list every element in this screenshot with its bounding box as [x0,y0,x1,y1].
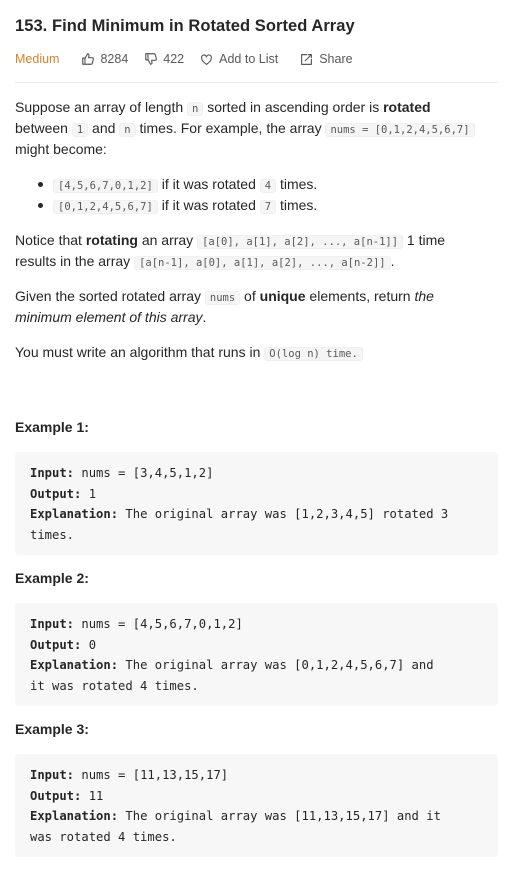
inline-code: [4,5,6,7,0,1,2] [53,179,158,193]
like-button[interactable]: 8284 [81,52,128,66]
input-value: nums = [11,13,15,17] [74,768,229,782]
example-explanation-line: it was rotated 4 times. [30,678,199,693]
inline-code: n [119,123,136,137]
text: an array [137,232,198,248]
explanation-label: Explanation: [30,809,119,823]
input-value: nums = [3,4,5,1,2] [74,466,214,480]
example-block: Input: nums = [3,4,5,1,2] Output: 1 Expl… [15,452,498,555]
description-paragraph: Notice that rotating an array [a[0], a[1… [15,230,485,272]
inline-code: n [187,102,204,116]
problem-description: Suppose an array of length n sorted in a… [15,97,485,377]
bold-text: unique [259,288,306,304]
input-label: Input: [30,768,75,782]
explanation-text: The original array was [1,2,3,4,5] rotat… [118,507,449,521]
inline-code: 4 [259,179,277,193]
heart-icon [201,53,213,65]
share-button[interactable]: Share [300,52,353,66]
text: sorted in ascending order is [203,99,384,115]
text: might become: [15,141,107,157]
like-count: 8284 [100,52,129,66]
explanation-label: Explanation: [30,507,119,521]
output-value: 1 [81,486,97,501]
example-output-line: Output: 0 [30,635,483,656]
text: 1 time results in the array [15,232,446,269]
dislike-button[interactable]: 422 [144,52,184,66]
description-paragraph: Given the sorted rotated array nums of u… [15,286,485,328]
text: . [202,309,207,325]
bold-text: rotating [85,232,138,248]
example-explanation-line: times. [30,527,75,542]
explanation-text: The original array was [0,1,2,4,5,6,7] a… [118,658,434,672]
explanation-text: The original array was [11,13,15,17] and… [118,809,441,823]
input-label: Input: [30,617,75,631]
inline-code: [a[n-1], a[0], a[1], a[2], ..., a[n-2]] [134,256,391,270]
inline-code: nums [204,291,241,305]
output-value: 0 [81,637,97,652]
description-paragraph: Suppose an array of length n sorted in a… [15,97,485,160]
bold-text: rotated [383,99,431,115]
input-value: nums = [4,5,6,7,0,1,2] [74,617,243,631]
input-label: Input: [30,466,75,480]
text: . [390,253,395,269]
italic-text: the minimum element of this array [15,288,434,325]
inline-code: O(log n) time. [264,347,363,361]
example-input-line: Input: nums = [4,5,6,7,0,1,2] [30,614,483,635]
example-title: Example 1: [15,419,89,435]
description-paragraph: You must write an algorithm that runs in… [15,342,485,363]
problem-meta-bar: Medium 8284 422 Add to List [15,51,375,67]
text: between [15,120,72,136]
example-title: Example 2: [15,570,89,586]
problem-title: 153. Find Minimum in Rotated Sorted Arra… [15,17,355,35]
text: Notice that [15,232,86,248]
example-output-line: Output: 1 [30,484,483,505]
text: elements, return [305,288,415,304]
output-label: Output: [30,637,82,652]
text: Suppose an array of length [15,99,188,115]
text: if it was rotated [157,197,260,213]
list-item: [4,5,6,7,0,1,2] if it was rotated 4 time… [35,174,485,195]
share-label: Share [319,52,353,66]
share-icon [301,53,313,65]
text: You must write an algorithm that runs in [15,344,265,360]
text: times. For example, the array [135,120,326,136]
example-output-line: Output: 11 [30,786,483,807]
dislike-count: 422 [163,52,185,66]
output-value: 11 [81,788,104,803]
text: times. [276,197,318,213]
example-explanation-line: was rotated 4 times. [30,829,177,844]
divider [15,82,498,83]
example-input-line: Input: nums = [3,4,5,1,2] [30,463,483,484]
example-explanation-line: Explanation: The original array was [0,1… [30,655,483,676]
inline-code: [a[0], a[1], a[2], ..., a[n-1]] [197,235,404,249]
output-label: Output: [30,486,82,501]
thumbs-up-icon [82,53,95,65]
text: Given the sorted rotated array [15,288,205,304]
output-label: Output: [30,788,82,803]
text: and [88,120,120,136]
example-explanation-line: Explanation: The original array was [11,… [30,806,483,827]
add-to-list-button[interactable]: Add to List [200,52,278,66]
list-item: [0,1,2,4,5,6,7] if it was rotated 7 time… [35,195,485,216]
text: if it was rotated [157,176,260,192]
example-title: Example 3: [15,721,89,737]
example-input-line: Input: nums = [11,13,15,17] [30,765,483,786]
inline-code: nums = [0,1,2,4,5,6,7] [325,123,475,137]
text: of [240,288,260,304]
example-explanation-line: Explanation: The original array was [1,2… [30,504,483,525]
example-block: Input: nums = [4,5,6,7,0,1,2] Output: 0 … [15,603,498,706]
inline-code: 1 [71,123,89,137]
thumbs-down-icon [145,53,158,65]
example-block: Input: nums = [11,13,15,17] Output: 11 E… [15,754,498,857]
rotation-examples-list: [4,5,6,7,0,1,2] if it was rotated 4 time… [35,174,485,216]
add-to-list-label: Add to List [219,52,279,66]
difficulty-badge: Medium [15,52,60,66]
inline-code: 7 [259,200,277,214]
explanation-label: Explanation: [30,658,119,672]
inline-code: [0,1,2,4,5,6,7] [53,200,158,214]
text: times. [276,176,318,192]
